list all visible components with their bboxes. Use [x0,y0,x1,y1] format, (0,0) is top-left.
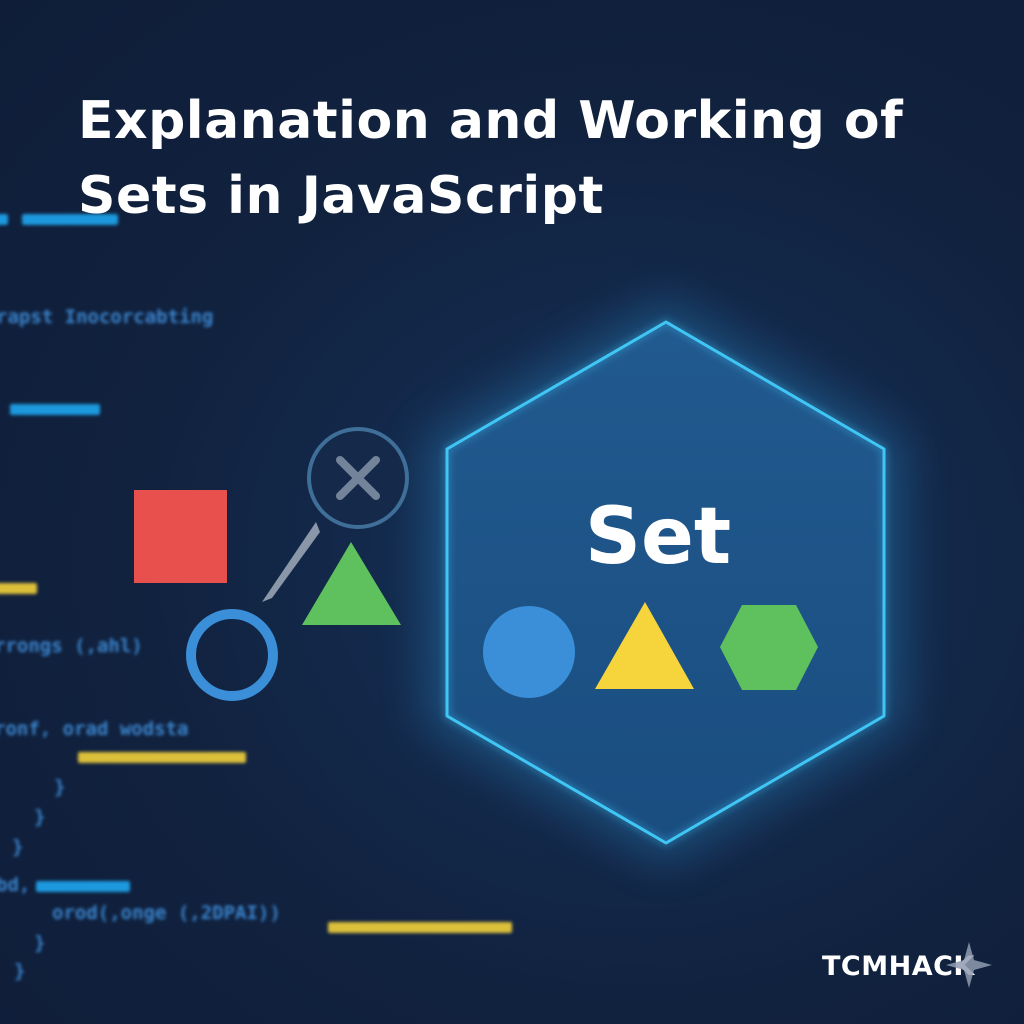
code-bar [10,404,100,415]
code-line-1: rapst Inocorcabting [0,306,214,328]
code-line-10: } [14,960,26,982]
code-line-2: rrongs (,ahl) [0,635,143,657]
code-line-4: } [54,776,66,798]
code-bar [36,881,130,892]
code-line-7: bd, [0,874,31,896]
blue-ring [186,609,278,701]
code-line-8: orod(,onge (,2DPAI)) [52,902,281,924]
hexagon-edge-glow [444,319,887,846]
code-bar [0,583,37,594]
code-bar [0,214,8,225]
code-line-9: } [34,932,46,954]
code-line-5: } [34,806,46,828]
code-line-3: ronf, orad wodsta [0,718,189,740]
set-member-green-hexagon [720,605,818,690]
title-line-1: Explanation and Working of [78,91,904,151]
set-member-yellow-triangle [595,602,694,689]
x-mark-icon [336,456,380,500]
code-bar [22,214,118,225]
page-title: Explanation and Working of Sets in JavaS… [78,84,938,235]
pointer-wedge [262,522,320,602]
red-square [134,490,227,583]
green-triangle [302,542,401,625]
code-bar [328,922,512,933]
code-line-6: } [12,836,24,858]
set-member-blue-circle [483,606,575,698]
set-label: Set [584,492,732,582]
brand-name: TCMHACK [822,951,975,982]
four-point-star-icon [946,942,992,988]
code-bar [78,752,246,763]
title-line-2: Sets in JavaScript [78,166,604,227]
